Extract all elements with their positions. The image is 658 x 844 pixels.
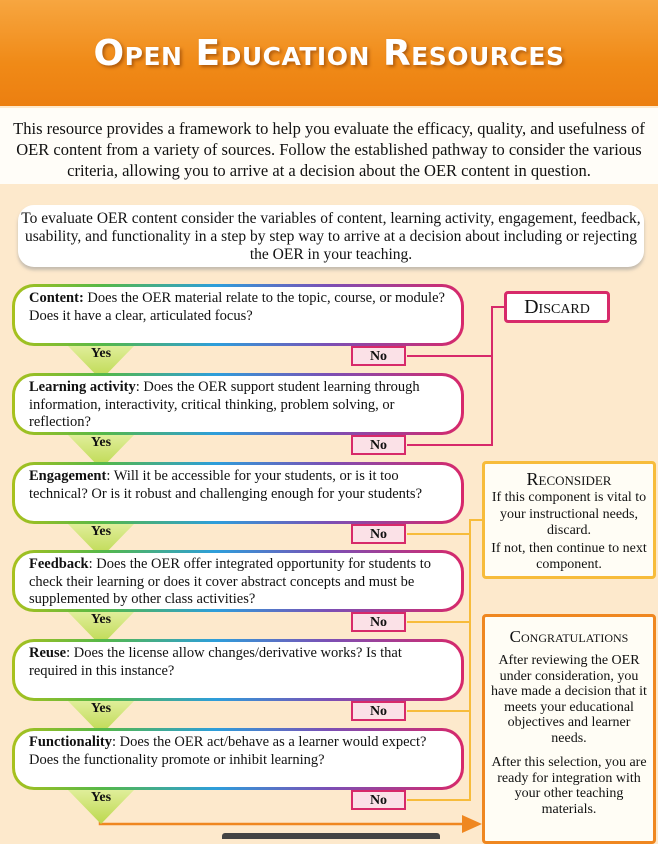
arrow-right-icon <box>462 815 482 833</box>
header-banner: Open Education Resources <box>0 0 658 106</box>
instruction-box: To evaluate OER content consider the var… <box>18 205 644 267</box>
step-reuse: Reuse: Does the license allow changes/de… <box>12 639 464 701</box>
reconsider-box: Reconsider If this component is vital to… <box>482 461 656 579</box>
reconsider-connector <box>407 519 482 535</box>
step-feedback: Feedback: Does the OER offer integrated … <box>12 550 464 612</box>
step-text: : Does the OER act/behave as a learner w… <box>29 734 427 768</box>
step-content: Content: Does the OER material relate to… <box>12 284 464 346</box>
step-text: Does the OER material relate to the topi… <box>29 290 445 324</box>
reconsider-text: If not, then continue to next component. <box>491 540 647 573</box>
discard-box: Discard <box>504 291 610 323</box>
step-label: Feedback <box>29 556 89 572</box>
step-text: : Does the license allow changes/derivat… <box>29 645 402 679</box>
step-label: Content: <box>29 290 84 306</box>
step-text: : Will it be accessible for your student… <box>29 468 423 502</box>
reconsider-title: Reconsider <box>526 469 612 489</box>
congratulations-title: Congratulations <box>509 627 629 646</box>
intro-text: This resource provides a framework to he… <box>0 108 658 184</box>
no-box: No <box>351 790 406 810</box>
no-box: No <box>351 701 406 721</box>
no-box: No <box>351 346 406 366</box>
step-label: Learning activity <box>29 379 136 395</box>
no-box: No <box>351 612 406 632</box>
step-label: Reuse <box>29 645 67 661</box>
reconsider-connector <box>407 711 471 801</box>
discard-connector <box>407 306 504 357</box>
step-text: : Does the OER offer integrated opportun… <box>29 556 432 607</box>
page-title: Open Education Resources <box>93 32 565 74</box>
reconsider-text: If this component is vital to your instr… <box>491 490 647 538</box>
step-label: Engagement <box>29 468 107 484</box>
congratulations-text: After reviewing the OER under considerat… <box>491 653 647 746</box>
congrats-connector <box>98 815 466 826</box>
congratulations-box: Congratulations After reviewing the OER … <box>482 614 656 844</box>
no-box: No <box>351 435 406 455</box>
step-engagement: Engagement: Will it be accessible for yo… <box>12 462 464 524</box>
congratulations-text: After this selection, you are ready for … <box>491 755 647 817</box>
step-learning-activity: Learning activity: Does the OER support … <box>12 373 464 435</box>
step-functionality: Functionality: Does the OER act/behave a… <box>12 728 464 790</box>
discard-connector <box>407 356 493 446</box>
step-text: : Does the OER support student learning … <box>29 379 420 430</box>
scrollbar[interactable] <box>222 833 440 839</box>
no-box: No <box>351 524 406 544</box>
step-label: Functionality <box>29 734 112 750</box>
